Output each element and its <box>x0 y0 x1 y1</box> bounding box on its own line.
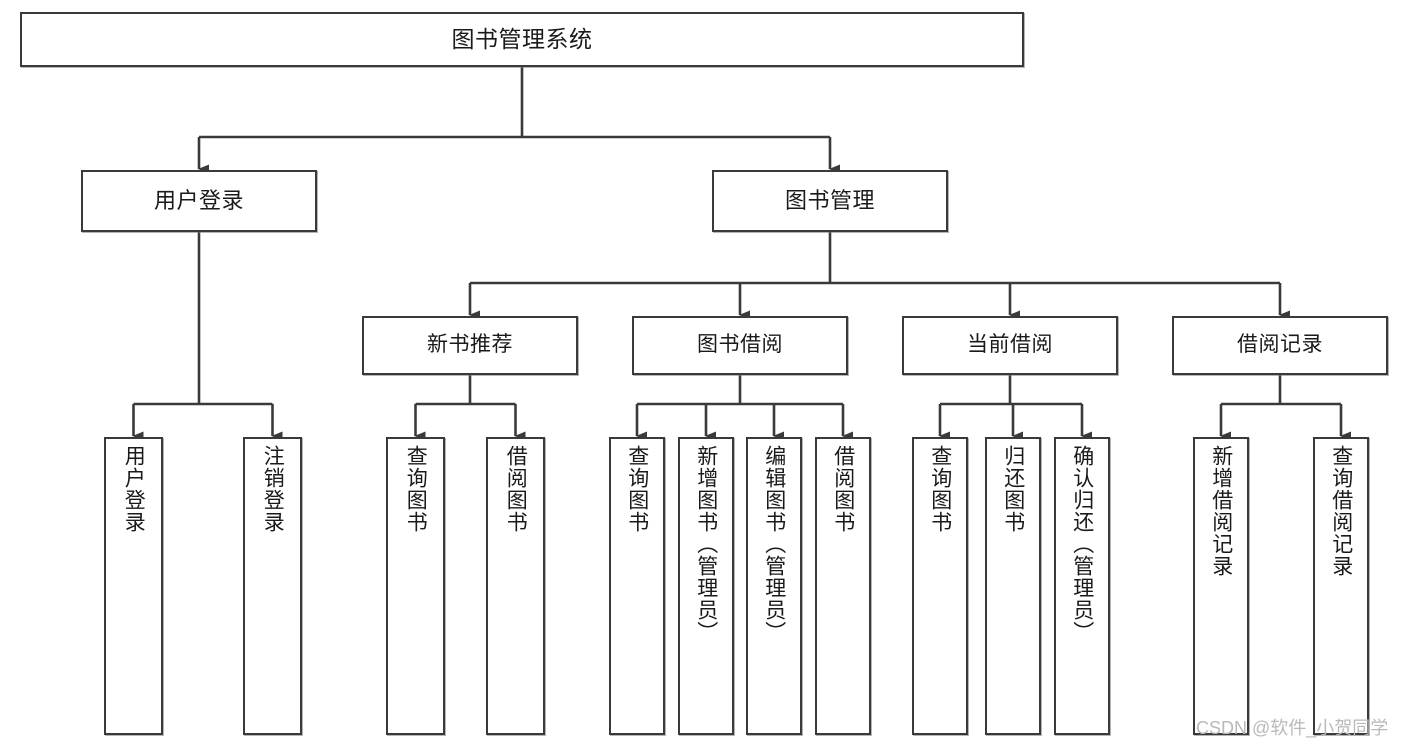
node-label: 图书管理 <box>784 188 875 214</box>
node-leaf-query-borrow-record[interactable]: 查询借阅记录 <box>1313 437 1369 735</box>
node-label: 新增图书（管理员） <box>694 445 718 643</box>
node-label: 确认归还（管理员） <box>1070 445 1094 643</box>
node-label: 查询图书 <box>625 445 649 533</box>
node-label: 归还图书 <box>1001 445 1025 533</box>
node-leaf-return-book[interactable]: 归还图书 <box>985 437 1041 735</box>
node-label: 用户登录 <box>153 188 244 214</box>
node-label: 图书借阅 <box>697 333 783 357</box>
node-book-borrow[interactable]: 图书借阅 <box>632 316 848 375</box>
node-leaf-query-book-rec[interactable]: 查询图书 <box>386 437 445 735</box>
node-label: 借阅记录 <box>1237 333 1323 357</box>
node-leaf-query-book-bo[interactable]: 查询图书 <box>609 437 665 735</box>
node-leaf-edit-book-admin[interactable]: 编辑图书（管理员） <box>746 437 802 735</box>
csdn-watermark: CSDN @软件_小贺同学 <box>1196 718 1389 738</box>
node-label: 查询图书 <box>404 445 428 533</box>
node-leaf-add-book-admin[interactable]: 新增图书（管理员） <box>678 437 734 735</box>
node-leaf-confirm-return[interactable]: 确认归还（管理员） <box>1054 437 1110 735</box>
node-label: 用户登录 <box>122 445 146 533</box>
node-leaf-user-login[interactable]: 用户登录 <box>104 437 163 735</box>
node-borrow-record[interactable]: 借阅记录 <box>1172 316 1388 375</box>
node-root[interactable]: 图书管理系统 <box>20 12 1024 67</box>
node-label: 借阅图书 <box>504 445 528 533</box>
node-current-borrow[interactable]: 当前借阅 <box>902 316 1118 375</box>
node-label: 新书推荐 <box>427 333 513 357</box>
node-user-login[interactable]: 用户登录 <box>81 170 317 232</box>
node-label: 借阅图书 <box>831 445 855 533</box>
node-book-manage[interactable]: 图书管理 <box>712 170 948 232</box>
node-leaf-query-book-cur[interactable]: 查询图书 <box>912 437 968 735</box>
node-leaf-borrow-book-bo[interactable]: 借阅图书 <box>815 437 871 735</box>
node-leaf-user-logout[interactable]: 注销登录 <box>243 437 302 735</box>
node-leaf-add-borrow-record[interactable]: 新增借阅记录 <box>1193 437 1249 735</box>
node-label: 查询借阅记录 <box>1329 445 1353 577</box>
node-label: 当前借阅 <box>967 333 1053 357</box>
node-new-book-rec[interactable]: 新书推荐 <box>362 316 578 375</box>
node-label: 查询图书 <box>928 445 952 533</box>
node-label: 编辑图书（管理员） <box>762 445 786 643</box>
node-label: 新增借阅记录 <box>1209 445 1233 577</box>
node-label: 图书管理系统 <box>451 25 593 52</box>
node-label: 注销登录 <box>261 445 285 533</box>
node-leaf-borrow-book-rec[interactable]: 借阅图书 <box>486 437 545 735</box>
